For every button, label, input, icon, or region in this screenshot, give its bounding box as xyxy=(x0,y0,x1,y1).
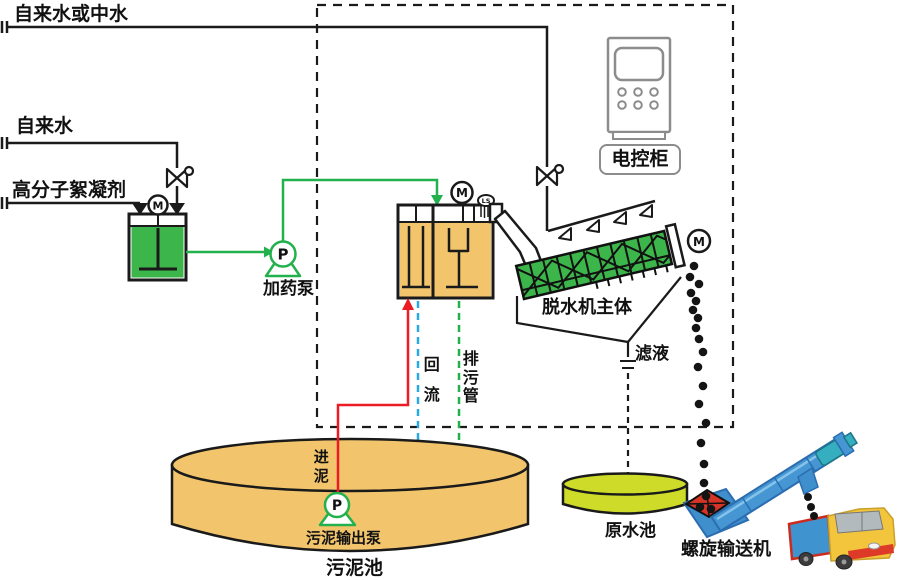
valve-icon-tapwater xyxy=(165,165,195,189)
sludge-cake-dots xyxy=(685,261,818,520)
control-cabinet-icon xyxy=(606,36,672,140)
dewatering-machine: M xyxy=(514,222,712,301)
mixer-paddle-icon xyxy=(446,228,478,289)
dosing-pipe xyxy=(281,178,439,242)
sludge-pool xyxy=(170,437,530,553)
label-filtrate: 滤液 xyxy=(635,344,669,364)
end-bearing-plate xyxy=(664,222,687,269)
flow-arrow-icon xyxy=(431,195,443,206)
label-dosing-pump: 加药泵 xyxy=(263,279,314,299)
svg-text:LS: LS xyxy=(482,197,491,205)
down-arrow-icon xyxy=(169,203,185,215)
dosing-pump-icon: P xyxy=(186,178,443,278)
mixer-paddle-icon xyxy=(402,226,430,289)
tap-or-reclaimed-water-pipe xyxy=(0,21,656,233)
motor-icon xyxy=(147,194,169,216)
screw-conveyor-icon xyxy=(682,431,859,539)
up-arrow-icon xyxy=(402,298,414,310)
process-boundary-box xyxy=(315,3,735,429)
truck-icon xyxy=(787,507,896,570)
spray-header-pipe xyxy=(547,199,656,233)
pipe-break-ticks xyxy=(0,197,9,209)
motor-icon xyxy=(450,180,474,205)
sludge-output-pump-icon: P xyxy=(318,491,357,527)
svg-text:P: P xyxy=(332,498,342,514)
label-dewatering-machine: 脱水机主体 xyxy=(542,297,632,318)
label-tap-water: 自来水 xyxy=(16,115,74,137)
tap-water-pipe xyxy=(0,137,179,203)
label-polymer-flocculant: 高分子絮凝剂 xyxy=(12,179,127,201)
label-screw-conveyor: 螺旋输送机 xyxy=(681,539,771,560)
label-sludge-inlet: 进泥 xyxy=(313,448,329,485)
flocculant-tank: M xyxy=(127,194,188,282)
label-sludge-output-pump: 污泥输出泵 xyxy=(306,529,382,547)
feed-chute xyxy=(493,209,543,268)
control-cabinet-label: 电控柜 xyxy=(599,144,681,175)
sludge-feed-line xyxy=(336,309,410,492)
svg-text:M: M xyxy=(456,186,468,200)
label-drain-pipe: 排污管 xyxy=(462,349,479,406)
svg-text:M: M xyxy=(153,200,164,213)
flocculant-pipe xyxy=(0,197,140,209)
raw-water-pool xyxy=(561,472,689,515)
pipe-break-ticks xyxy=(0,21,9,33)
label-raw-water-pool: 原水池 xyxy=(605,521,656,541)
label-tap-or-reclaimed-water: 自来水或中水 xyxy=(14,3,129,25)
flocculation-tank: M LS xyxy=(396,180,543,300)
conveyor-motor-icon xyxy=(815,431,859,466)
pipe-break-ticks xyxy=(0,137,9,149)
screw-flight-icon xyxy=(516,234,667,290)
pipe-break-icon xyxy=(620,360,636,369)
label-sludge-pool: 污泥池 xyxy=(326,557,384,579)
flow-arrow-icon xyxy=(264,246,274,258)
mixer-paddle-icon xyxy=(139,228,177,271)
svg-text:P: P xyxy=(278,246,289,264)
sludge-liquid xyxy=(400,222,491,297)
down-arrow-icon xyxy=(132,203,148,215)
label-reflux: 回流 xyxy=(423,355,440,405)
svg-text:M: M xyxy=(693,235,705,249)
motor-icon xyxy=(686,228,712,254)
spray-nozzle-icons xyxy=(558,204,653,241)
valve-icon-washwater xyxy=(535,163,565,187)
